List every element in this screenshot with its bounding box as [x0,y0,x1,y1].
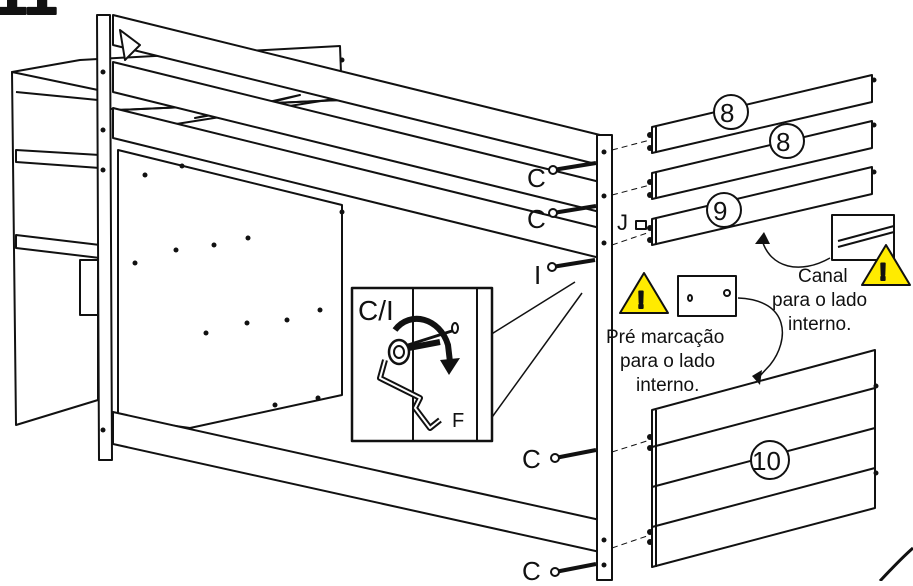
hex-key-icon [377,322,459,431]
label-c-top2: C [527,204,546,234]
label-c-bottom: C [522,556,541,581]
back-panel [117,149,343,429]
rail-8-upper [651,74,873,154]
label-c-mid: C [522,444,541,474]
canal-note-line3: interno. [788,314,851,335]
label-i: I [534,260,541,290]
warning-icon: ! [861,244,911,287]
pre-note-line3: interno. [636,375,699,396]
label-c-top1: C [527,163,546,193]
label-j: J [617,210,628,235]
inset-tool-label: F [452,410,464,432]
dowel-j [635,220,647,230]
canal-note-line2: para o lado [772,290,867,311]
svg-text:8: 8 [776,127,790,157]
part-10-marker: 10 [750,440,790,480]
part-9-marker: 9 [706,192,742,228]
svg-text:9: 9 [713,196,727,226]
pre-marking-detail [677,275,784,385]
panel-holes [100,57,607,568]
part-8-upper-marker: 8 [713,94,749,130]
bolt-i [547,258,596,272]
svg-text:!: ! [637,287,645,314]
pre-note-line1: Pré marcação [606,327,724,348]
svg-text:8: 8 [720,98,734,128]
right-post [596,134,613,581]
warning-icon-2: ! [619,272,669,315]
inset-label: C/I [358,295,394,326]
bolt-c-bottom [550,562,597,577]
left-post [96,14,113,461]
part-8-lower-marker: 8 [769,123,805,159]
svg-text:10: 10 [752,446,781,476]
bolt-c-top2 [548,204,597,218]
bolt-c-mid [550,448,597,463]
canal-note-line1: Canal [798,266,848,287]
bolt-c-top1 [548,161,597,175]
step-number: 11 [0,0,57,27]
svg-text:!: ! [879,259,887,286]
rail-9 [651,166,873,246]
pre-note-line2: para o lado [620,351,715,372]
canal-detail [755,214,895,268]
rotate-arrow-icon [392,315,460,375]
